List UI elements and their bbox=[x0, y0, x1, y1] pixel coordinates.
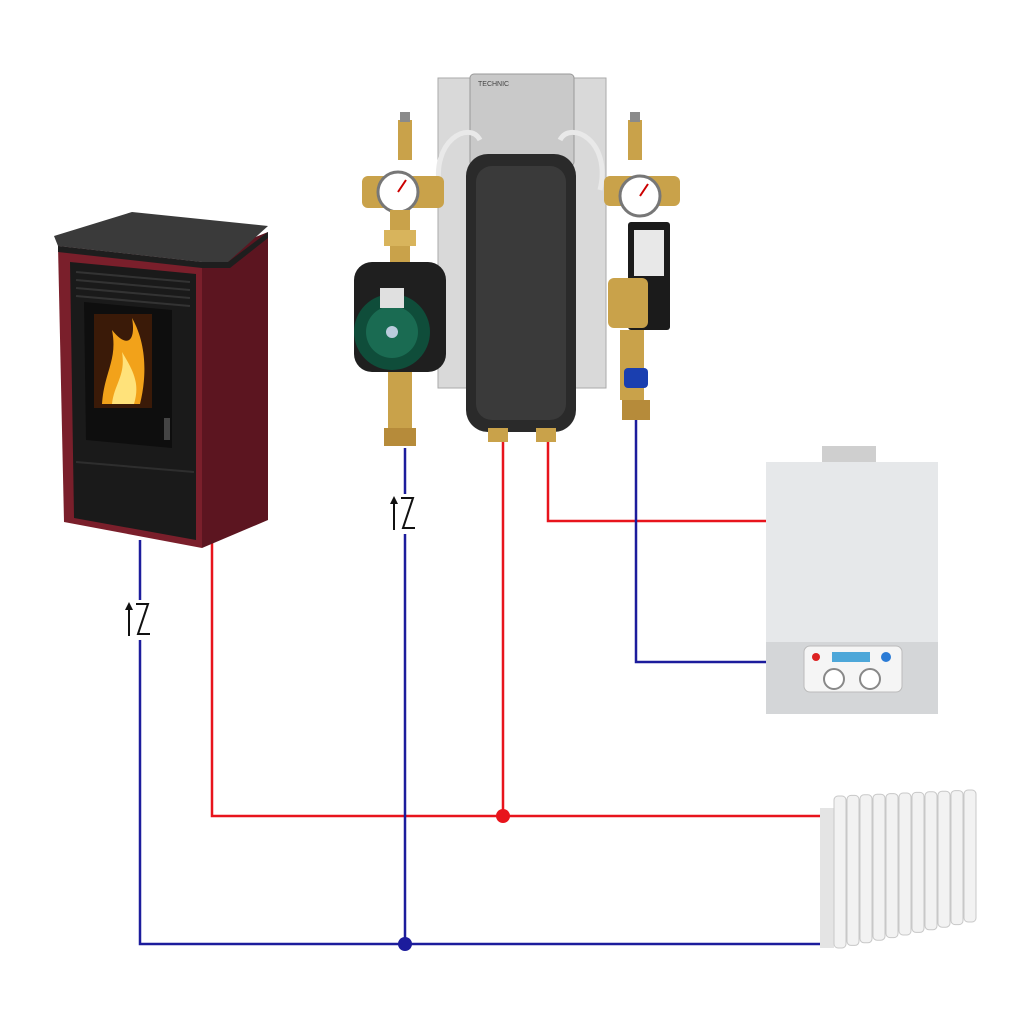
radiator-section bbox=[911, 791, 925, 933]
boiler-dial-left-icon bbox=[823, 668, 845, 690]
radiator-icon bbox=[820, 789, 977, 949]
boiler-flow-pipe bbox=[546, 440, 766, 523]
radiator-section bbox=[872, 793, 886, 941]
radiator-section bbox=[898, 792, 912, 936]
radiator-section bbox=[846, 794, 860, 946]
hydraulic-module-icon: TECHNIC bbox=[354, 73, 680, 446]
circulator-pump-icon bbox=[354, 262, 446, 372]
return-junction-dot bbox=[398, 937, 412, 951]
pellet-stove-icon bbox=[54, 212, 268, 548]
wall-boiler-icon bbox=[766, 446, 938, 714]
radiator-section bbox=[859, 794, 873, 944]
module-brand-label: TECHNIC bbox=[478, 81, 509, 88]
radiator-section bbox=[885, 793, 899, 939]
radiator-section bbox=[924, 791, 938, 931]
ball-valve-handle-icon bbox=[624, 368, 648, 388]
boiler-dial-right-icon bbox=[859, 668, 881, 690]
radiator-section bbox=[950, 790, 964, 926]
flow-junction-dot bbox=[496, 809, 510, 823]
stove-flow-pipe bbox=[210, 540, 822, 818]
check-valve-icon bbox=[387, 494, 423, 534]
boiler-return-pipe bbox=[634, 420, 766, 664]
radiator-section bbox=[963, 789, 977, 923]
check-valve-icon bbox=[122, 600, 158, 640]
radiator-section bbox=[833, 795, 847, 949]
stove-return-pipe bbox=[138, 540, 822, 946]
radiator-section bbox=[937, 790, 951, 928]
